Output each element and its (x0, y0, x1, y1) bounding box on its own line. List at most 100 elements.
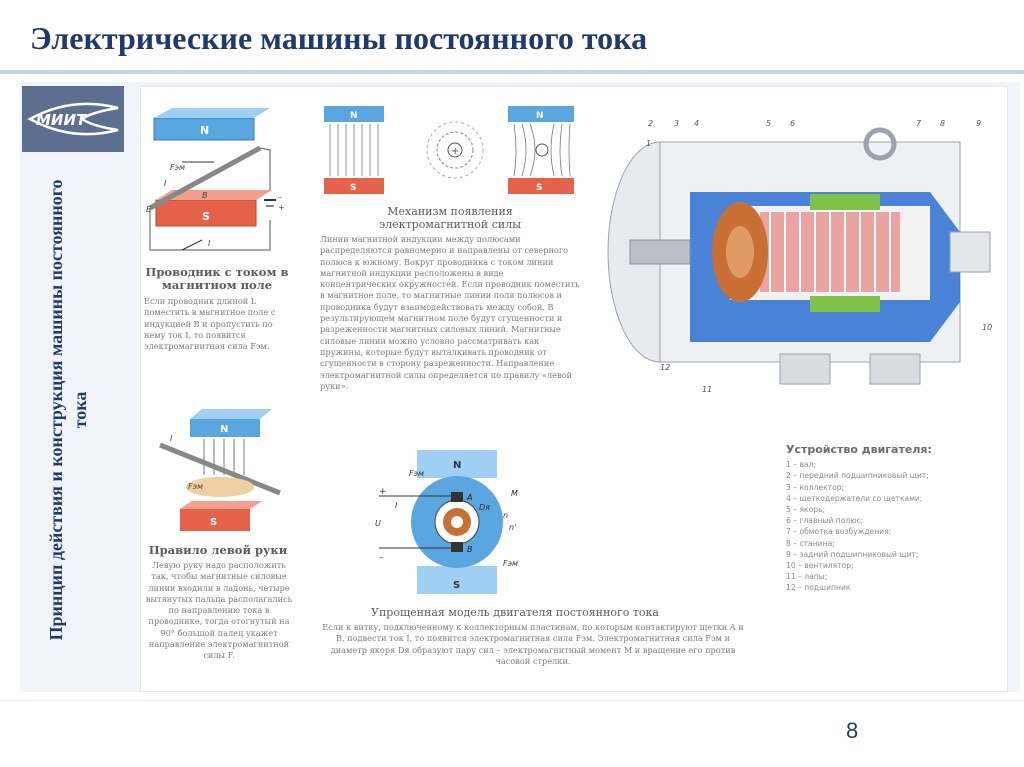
legend-item: 6 – главный полюс; (786, 516, 864, 526)
legend-item: 9 – задний подшипниковый щит; (786, 549, 919, 559)
svg-text:M: M (511, 489, 518, 498)
mech-south-2 (508, 178, 574, 194)
legend-item: 12 – подшипник (786, 583, 851, 593)
side-heading: Принцип действия и конструкция машины по… (46, 179, 90, 641)
svg-text:n': n' (509, 523, 516, 532)
svg-text:E: E (146, 205, 152, 214)
callout-12: 12 (660, 363, 670, 372)
left-hand-text: Левую руку надо расположить так, чтобы м… (145, 560, 293, 661)
shaft (629, 239, 691, 265)
callout-7: 7 (916, 119, 922, 128)
legend-item: 1 – вал; (786, 460, 816, 470)
legend-item: 8 – станина; (786, 538, 835, 548)
motor-cutaway-figure: 2 3 4 5 6 7 8 9 1 10 11 12 (607, 119, 992, 394)
motor-legend: Устройство двигателя: 1 – вал; 2 – перед… (786, 444, 1000, 594)
lifting-eye (863, 127, 897, 161)
conductor-caption: Проводник с током в магнитном поле (145, 265, 289, 292)
south-pole (155, 199, 257, 227)
svg-text:I: I (170, 434, 173, 443)
left-hand-figure: N S I Fэм (159, 409, 281, 531)
mech-north-1 (324, 106, 384, 122)
svg-text:U: U (375, 519, 381, 528)
field-winding-top (810, 194, 880, 210)
svg-text:n: n (503, 511, 508, 520)
svg-text:I: I (164, 179, 167, 188)
mechanism-caption: Механизм появления электромагнитной силы (379, 205, 521, 231)
circuit-wire (149, 208, 271, 251)
svg-text:+: + (379, 487, 387, 497)
foot-right (869, 353, 921, 385)
logo-text: МИИТ (36, 111, 88, 129)
svg-text:N: N (350, 111, 358, 121)
svg-text:N: N (536, 111, 544, 121)
legend-item: 4 – щеткодержатели со щетками; (786, 493, 923, 503)
hand-shape (186, 477, 254, 497)
callout-2: 2 (648, 119, 653, 128)
svg-text:Fэм: Fэм (503, 559, 518, 568)
side-heading-box: Принцип действия и конструкция машины по… (38, 170, 98, 650)
conductor-figure: N S – + I Fэм I B E (146, 108, 285, 251)
mechanism-text: Линии магнитной индукции между полюсами … (320, 234, 580, 391)
south-pole-top (156, 190, 272, 200)
mech-south-1 (324, 178, 384, 194)
svg-text:Dя: Dя (479, 503, 490, 512)
legend-item: 11 – лапы; (786, 572, 828, 582)
svg-text:S: S (536, 183, 542, 193)
miit-logo-icon: МИИТ (22, 86, 124, 152)
callout-5: 5 (766, 119, 771, 128)
conductor-rod (148, 145, 262, 211)
svg-text:–: – (379, 553, 384, 563)
legend-item: 3 – коллектор; (786, 482, 845, 492)
south-label: S (202, 210, 210, 223)
lh-south-pole (180, 509, 250, 531)
north-pole-top (154, 108, 270, 118)
callout-11: 11 (702, 385, 712, 394)
mechanism-figure: N S + N S (324, 106, 574, 194)
miit-logo: МИИТ (22, 86, 124, 152)
svg-text:S: S (453, 580, 460, 591)
callout-3: 3 (674, 119, 679, 128)
model-north-pole (417, 450, 497, 478)
callout-9: 9 (976, 119, 981, 128)
svg-text:B: B (467, 545, 473, 554)
footer-divider (0, 700, 1024, 701)
svg-text:S: S (350, 183, 356, 193)
svg-text:Fэм: Fэм (188, 482, 203, 491)
rear-fan (949, 231, 991, 273)
callout-8: 8 (940, 119, 945, 128)
legend-item: 10 – вентилятор; (786, 561, 854, 571)
legend-item: 2 – передний подшипниковый щит; (786, 471, 929, 481)
callout-10: 10 (982, 323, 992, 332)
callout-1: 1 (646, 139, 651, 148)
svg-text:A: A (466, 493, 472, 502)
svg-text:B: B (202, 191, 208, 200)
mech-north-2 (508, 106, 574, 122)
legend-item: 7 – обмотка возбуждения; (786, 527, 892, 537)
simple-model-caption: Упрощенная модель двигателя постоянного … (371, 606, 659, 619)
field-winding-bottom (810, 296, 880, 312)
conductor-text: Если проводник длиной L поместить в магн… (144, 296, 276, 352)
slide-title: Электрические машины постоянного тока (30, 20, 648, 56)
svg-text:N: N (220, 424, 228, 435)
conductor-cross-section (447, 142, 463, 158)
svg-text:I: I (395, 501, 398, 510)
motor-legend-title: Устройство двигателя: (786, 443, 932, 456)
simple-model-text: Если к витку, подключенному к коллекторн… (322, 622, 744, 666)
svg-text:S: S (210, 517, 217, 528)
svg-text:–: – (278, 193, 282, 202)
svg-text:Fэм: Fэм (409, 469, 424, 478)
svg-text:N: N (453, 460, 461, 471)
foot-left (779, 353, 831, 385)
lh-north-pole (190, 419, 260, 437)
svg-text:I: I (208, 239, 211, 248)
title-divider (0, 70, 1024, 74)
callout-6: 6 (790, 119, 795, 128)
simple-model-figure: N S A B + – I U Fэм Fэм M Dя n n' (375, 450, 518, 594)
north-label: N (200, 124, 209, 137)
svg-text:Fэм: Fэм (170, 163, 185, 172)
lh-conductor (159, 442, 281, 496)
callout-4: 4 (694, 119, 699, 128)
svg-text:+: + (278, 203, 285, 212)
model-south-pole (417, 566, 497, 594)
page-number: 8 (846, 718, 859, 743)
